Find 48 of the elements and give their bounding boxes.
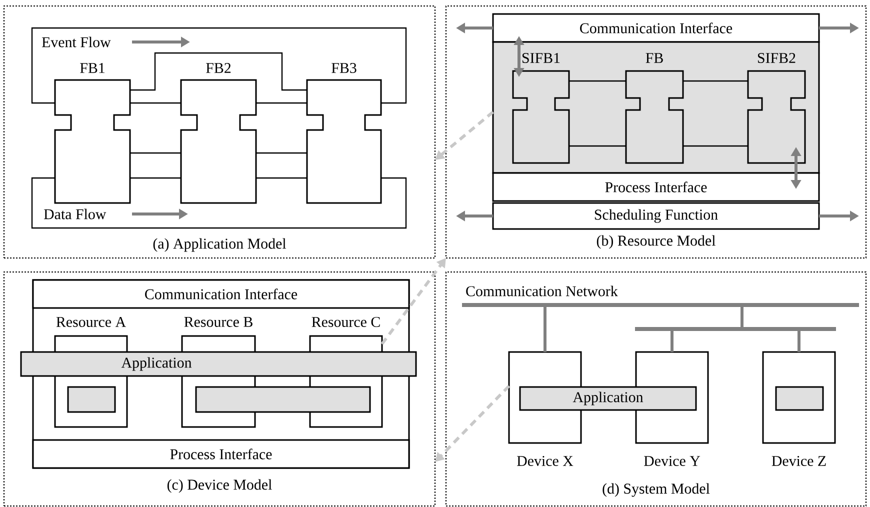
application-block: [775, 386, 824, 411]
connection-line: [130, 177, 181, 179]
connection-line: [670, 331, 674, 352]
interface-band: Process Interface: [492, 172, 820, 202]
connection-line: [569, 145, 626, 147]
interface-band: Communication Interface: [32, 279, 410, 309]
connection-line: [256, 102, 307, 104]
function-area: [492, 41, 820, 174]
connection-line: [569, 80, 626, 82]
flow-label: Event Flow: [42, 36, 111, 48]
connection-line: [256, 152, 307, 154]
connection-line: [31, 177, 407, 229]
network-branch: [635, 327, 836, 331]
block-label: FB1: [80, 63, 104, 73]
network-label: Communication Network: [466, 286, 618, 296]
connection-line: [683, 145, 748, 147]
connection-line: [683, 80, 748, 82]
interface-band: Communication Interface: [492, 13, 820, 43]
panel-caption: (b) Resource Model: [596, 235, 716, 249]
interface-band: Process Interface: [32, 439, 410, 469]
panel-caption: (d) System Model: [602, 483, 710, 497]
device-label: Device X: [517, 456, 574, 466]
application-bar: Application: [20, 351, 417, 377]
connection-line: [130, 152, 181, 154]
connection-line: [740, 307, 744, 327]
device-label: Device Z: [772, 456, 826, 466]
application-bar: Application: [519, 386, 697, 411]
panel-caption: (c) Device Model: [167, 479, 272, 493]
device-label: Device Y: [644, 456, 700, 466]
connection-line: [544, 307, 546, 352]
connection-line: [130, 102, 181, 104]
application-block: [67, 386, 116, 413]
block-label: FB3: [332, 62, 356, 73]
interface-band: Scheduling Function: [492, 202, 820, 230]
block-label: FB2: [206, 63, 231, 73]
connection-line: [256, 177, 307, 179]
block-label: FB: [646, 53, 663, 63]
connection-line: [130, 52, 307, 91]
connection-line: [798, 331, 800, 352]
resource-label: Resource A: [56, 317, 126, 327]
resource-label: Resource C: [312, 316, 380, 327]
block-label: SIFB1: [522, 52, 560, 63]
block-label: SIFB2: [758, 52, 796, 63]
connection-line: [31, 27, 407, 104]
panel-caption: (a) Application Model: [153, 238, 286, 252]
resource-label: Resource B: [184, 317, 252, 327]
flow-label: Data Flow: [44, 208, 106, 220]
application-block: [195, 386, 371, 413]
